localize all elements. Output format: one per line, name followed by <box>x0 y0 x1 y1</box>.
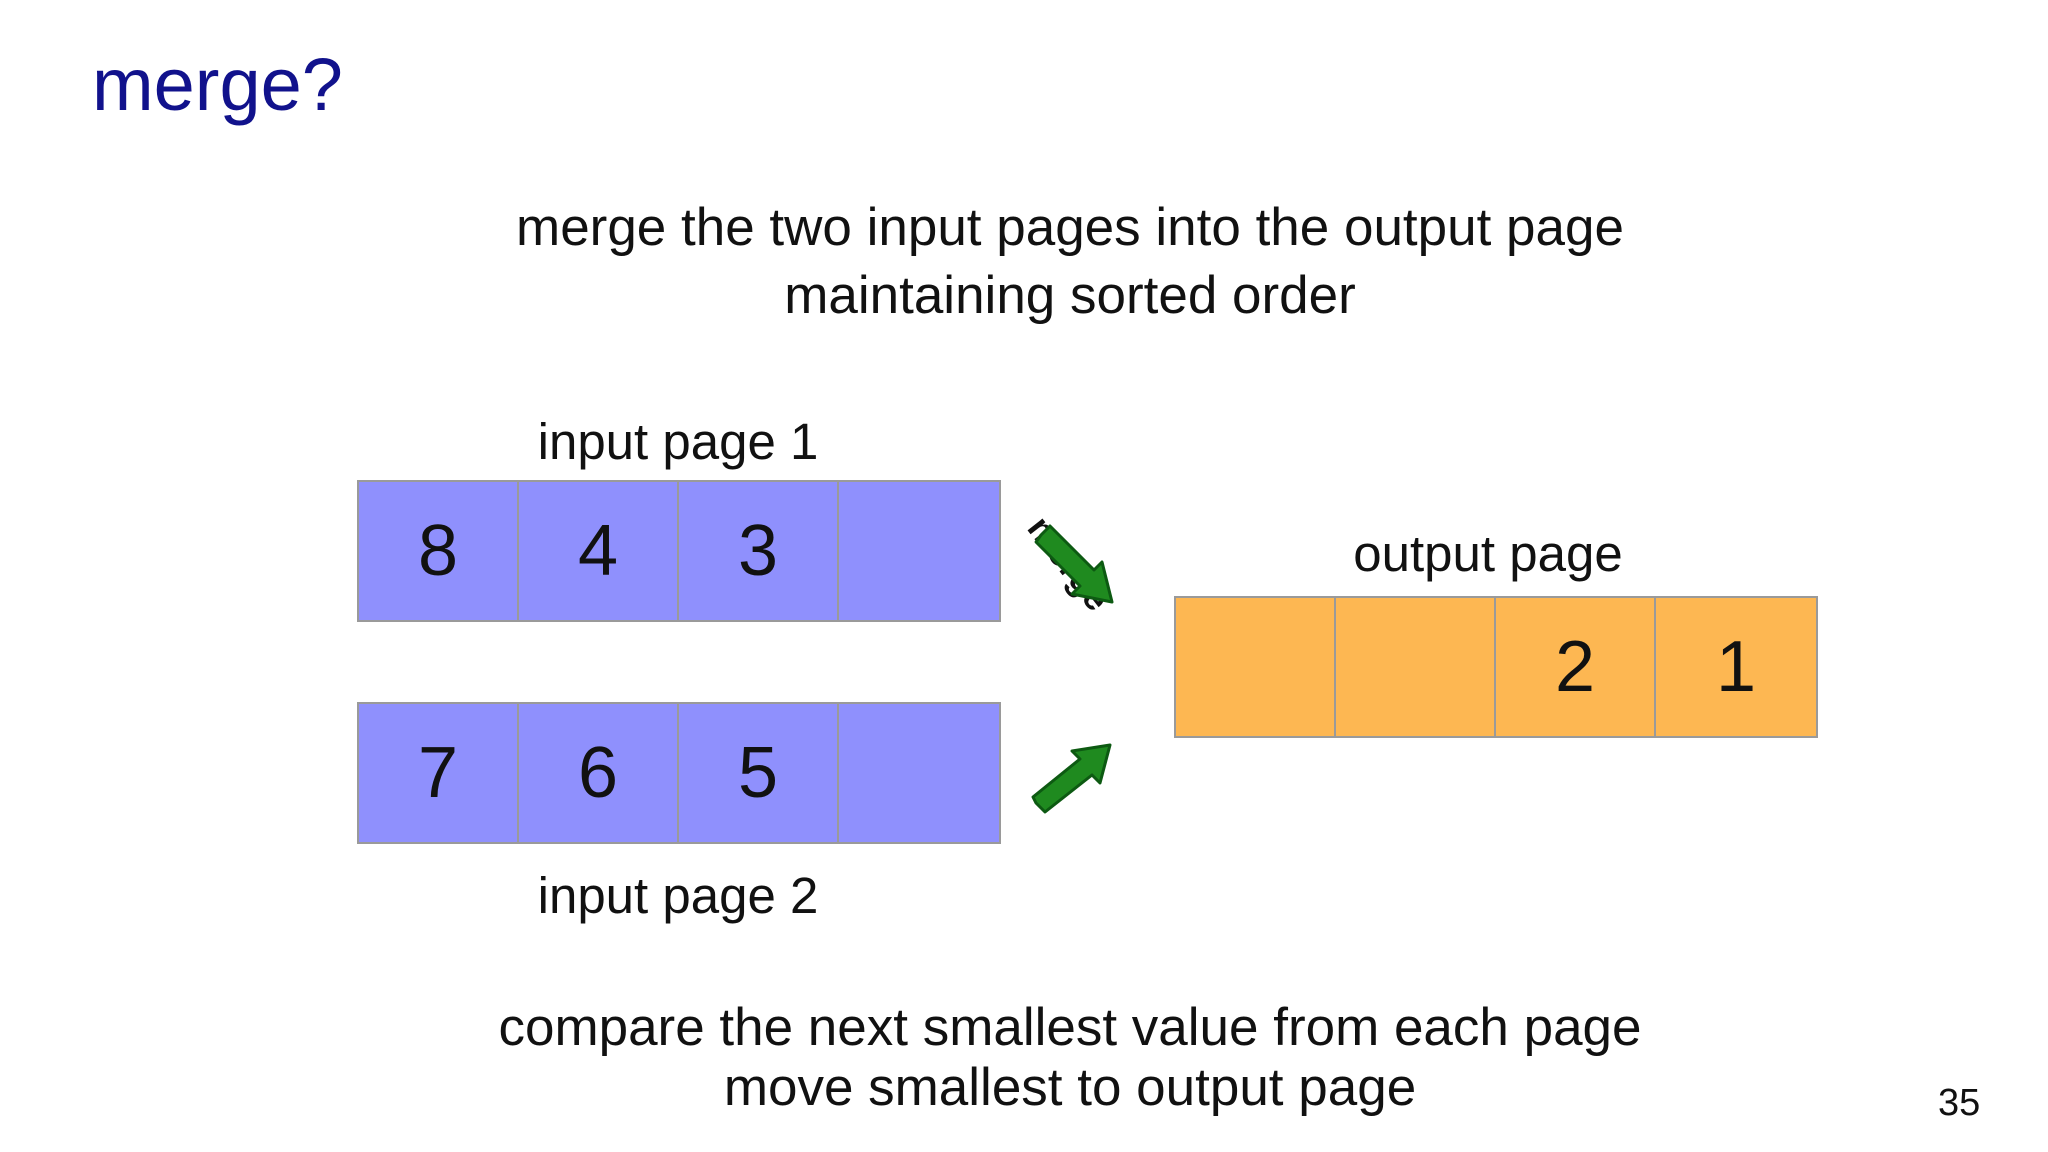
output-page-cell <box>1336 598 1496 736</box>
arrow-down-right-icon <box>1034 524 1114 604</box>
arrow-up-right-icon <box>1031 743 1112 814</box>
input-page-2-label: input page 2 <box>537 867 819 924</box>
output-page-cell: 1 <box>1715 627 1757 707</box>
output-page-label: output page <box>1353 525 1623 582</box>
input-page-2-cell: 7 <box>359 704 519 842</box>
input-page-2-cell: 5 <box>679 704 839 842</box>
input-page-1-label: input page 1 <box>537 413 819 470</box>
output-page-cell: 2 <box>1496 598 1656 736</box>
input-page-2: 7 6 5 <box>357 702 1001 844</box>
subtitle-line-1: merge the two input pages into the outpu… <box>516 198 1624 257</box>
input-page-1: 8 4 3 <box>357 480 1001 622</box>
footer-line-1: compare the next smallest value from eac… <box>498 998 1642 1057</box>
input-page-1-cell <box>839 482 999 620</box>
input-page-1-cell: 4 <box>519 482 679 620</box>
input-page-2-cell: 6 <box>519 704 679 842</box>
input-page-1-cell: 3 <box>679 482 839 620</box>
footer-line-2: move smallest to output page <box>723 1058 1417 1117</box>
subtitle-line-2: maintaining sorted order <box>784 266 1356 325</box>
output-page-cell <box>1176 598 1336 736</box>
output-page: 2 1 <box>1174 596 1818 738</box>
slide-title: merge? <box>92 43 343 126</box>
input-page-1-cell: 8 <box>359 482 519 620</box>
input-page-2-cell <box>839 704 999 842</box>
slide-number: 35 <box>1938 1082 1981 1124</box>
